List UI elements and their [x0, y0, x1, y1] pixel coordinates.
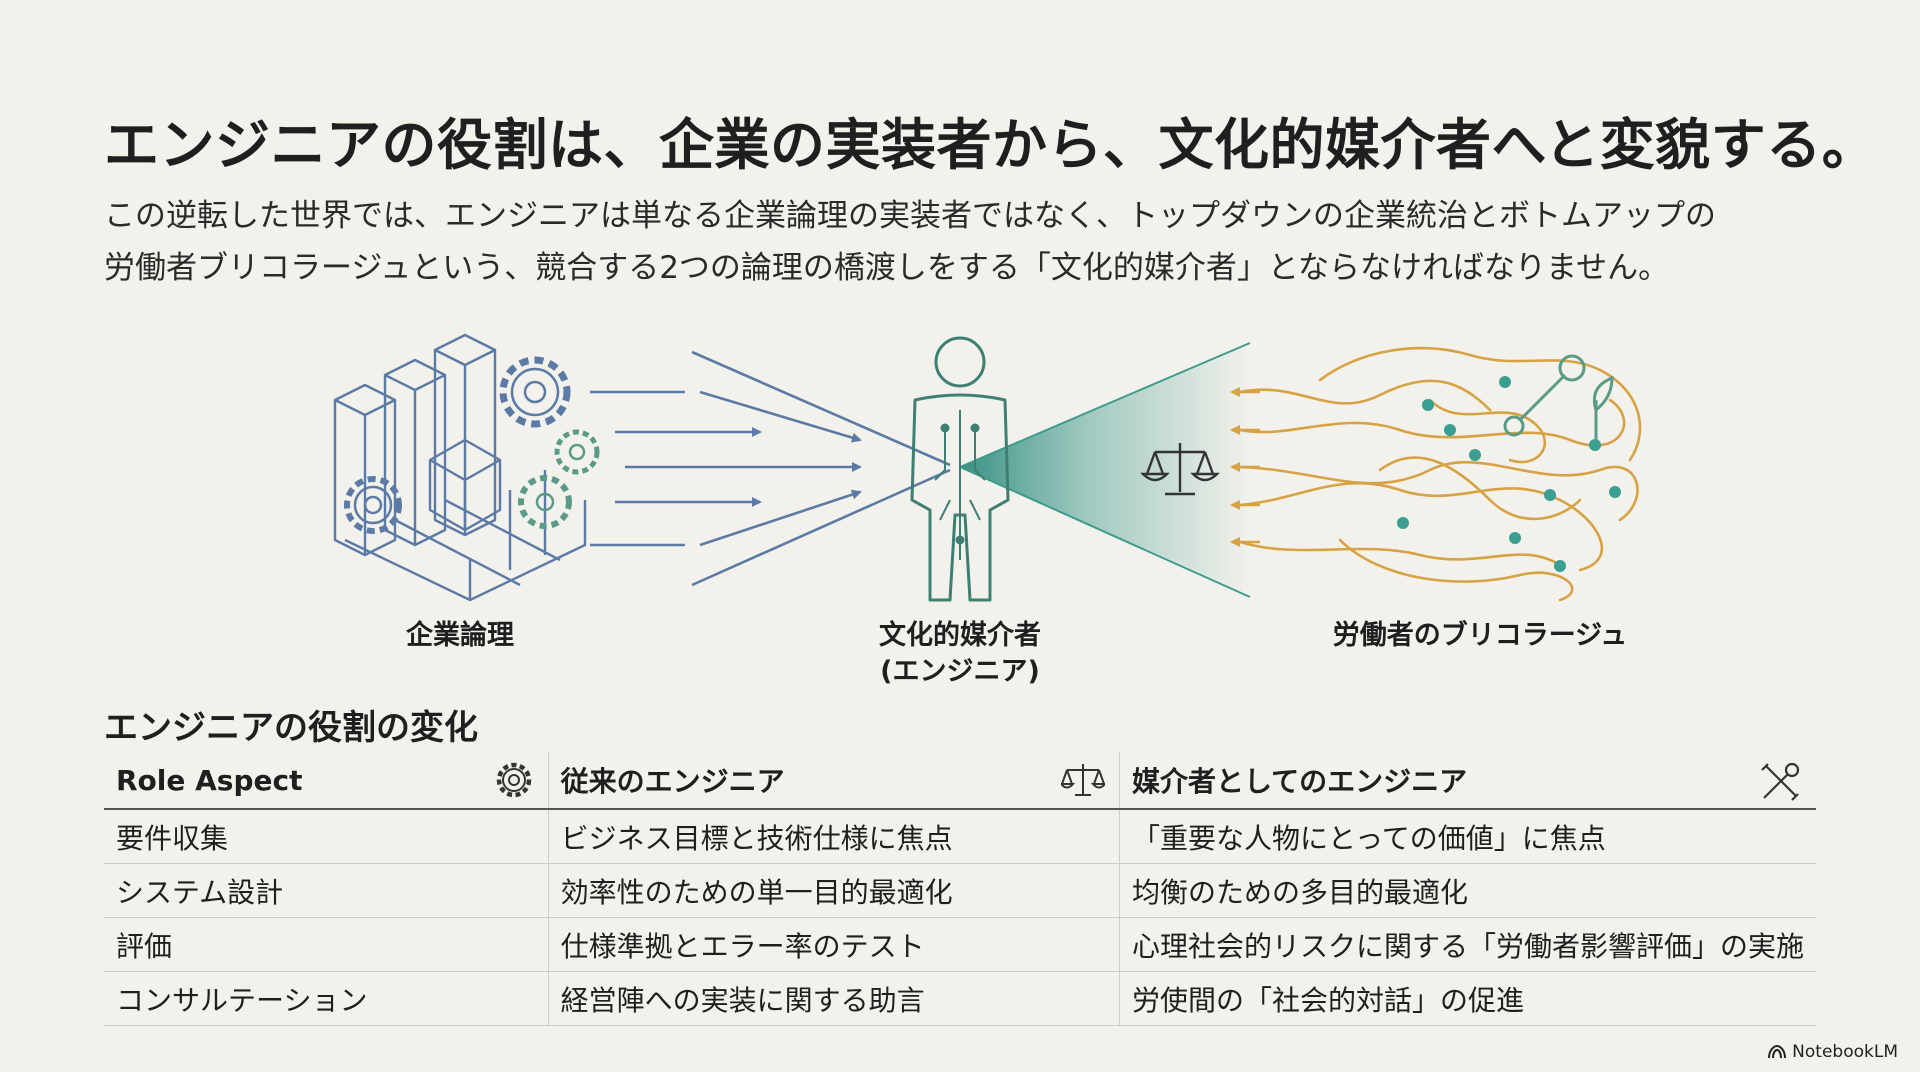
- mediation-cone: [960, 345, 1250, 595]
- corporate-logic-label: 企業論理: [406, 620, 514, 651]
- corporate-gear-icon-4: [518, 475, 572, 529]
- mediator-label-line2: (エンジニア): [880, 656, 1040, 687]
- col-header-traditional-label: 従来のエンジニア: [560, 765, 785, 798]
- brand-watermark: NotebookLM: [1768, 1042, 1898, 1062]
- table-cell: 要件収集: [104, 809, 549, 864]
- table-row: 要件収集 ビジネス目標と技術仕様に焦点 「重要な人物にとっての価値」に焦点: [104, 809, 1816, 864]
- table-header-row: Role Aspect 従来のエンジニア: [104, 752, 1816, 810]
- col-header-role-aspect-label: Role Aspect: [116, 763, 303, 797]
- table-cell: ビジネス目標と技術仕様に焦点: [547, 809, 1120, 864]
- worker-nodes: [1397, 376, 1621, 572]
- table-cell: 効率性のための単一目的最適化: [547, 863, 1120, 918]
- col-header-traditional: 従来のエンジニア: [547, 752, 1120, 810]
- table-row: システム設計 効率性のための単一目的最適化 均衡のための多目的最適化: [104, 863, 1816, 918]
- mediator-label-line1: 文化的媒介者: [879, 620, 1041, 651]
- col-header-mediator-label: 媒介者としてのエンジニア: [1131, 765, 1468, 798]
- gear-icon: [496, 762, 531, 798]
- mediator-label: 文化的媒介者 (エンジニア): [830, 618, 1090, 690]
- col-header-mediator: 媒介者としてのエンジニア: [1118, 752, 1816, 810]
- table-cell: システム設計: [104, 863, 549, 918]
- subtitle-line-1: この逆転した世界では、エンジニアは単なる企業論理の実装者ではなく、トップダウンの…: [104, 198, 1716, 234]
- notebooklm-logo-icon: [1768, 1045, 1787, 1059]
- corporate-gear-icon-3: [554, 429, 600, 475]
- table-cell: 「重要な人物にとっての価値」に焦点: [1118, 809, 1816, 864]
- mediation-diagram: [333, 333, 1642, 602]
- col-header-role-aspect: Role Aspect: [104, 752, 549, 810]
- wrench-icon: [1503, 354, 1586, 437]
- table-cell: 心理社会的リスクに関する「労働者影響評価」の実施: [1118, 917, 1816, 972]
- scales-icon: [1060, 764, 1105, 796]
- table-cell: 仕様準拠とエラー率のテスト: [547, 917, 1120, 972]
- brand-name: NotebookLM: [1792, 1042, 1898, 1062]
- engineer-figure-icon: [910, 336, 1010, 602]
- table-cell: 評価: [104, 917, 549, 972]
- balance-scale-icon: [1140, 443, 1220, 496]
- corporate-arrows: [590, 350, 951, 587]
- corporate-blocks-icon: [333, 333, 587, 602]
- worker-bricolage-label: 労働者のブリコラージュ: [1332, 620, 1628, 651]
- subtitle-line-2: 労働者ブリコラージュという、競合する2つの論理の橋渡しをする「文化的媒介者」とな…: [104, 250, 1670, 286]
- worker-tangle: [1238, 346, 1642, 602]
- sprout-icon: [1593, 375, 1614, 440]
- corporate-gear-icon-2: [344, 476, 402, 534]
- corporate-gear-icon-1: [499, 356, 571, 428]
- page-title: エンジニアの役割は、企業の実装者から、文化的媒介者へと変貌する。: [104, 113, 1878, 177]
- worker-arrows: [1230, 387, 1260, 547]
- table-cell: 経営陣への実装に関する助言: [547, 971, 1120, 1026]
- tools-icon: [1761, 762, 1800, 801]
- table-row: コンサルテーション 経営陣への実装に関する助言 労使間の「社会的対話」の促進: [104, 971, 1816, 1026]
- table-cell: 均衡のための多目的最適化: [1118, 863, 1816, 918]
- table-cell: コンサルテーション: [104, 971, 549, 1026]
- table-cell: 労使間の「社会的対話」の促進: [1118, 971, 1816, 1026]
- table-row: 評価 仕様準拠とエラー率のテスト 心理社会的リスクに関する「労働者影響評価」の実…: [104, 917, 1816, 972]
- page-subtitle: この逆転した世界では、エンジニアは単なる企業論理の実装者ではなく、トップダウンの…: [104, 190, 1834, 294]
- table-section-title: エンジニアの役割の変化: [104, 708, 478, 748]
- role-comparison-table: Role Aspect 従来のエンジニア: [104, 752, 1816, 1026]
